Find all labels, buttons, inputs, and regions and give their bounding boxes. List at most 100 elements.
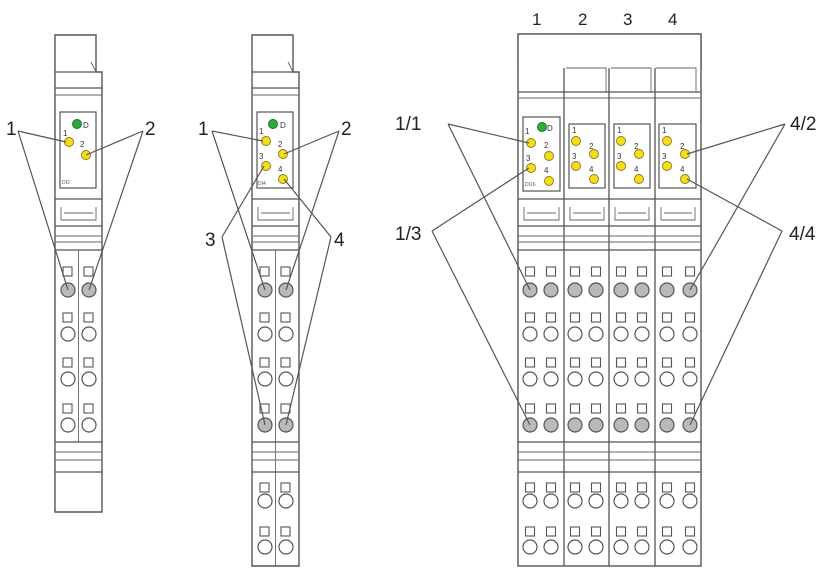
- terminal-point: [522, 371, 538, 387]
- module-3-callout-1-1: 1/1: [395, 114, 421, 135]
- module-3-led-group-2: 1 2 3 4: [571, 126, 599, 184]
- terminal-marker: [590, 357, 602, 368]
- module-3-slice-4-led-label-1: 1: [662, 126, 667, 135]
- terminal-point: [588, 493, 604, 509]
- module-3-terminal-block: [522, 266, 698, 433]
- module-2-led-label-3: 3: [259, 152, 264, 161]
- module-1-diagnostic-led: [72, 119, 82, 129]
- module-3-diagnostic-led: [537, 122, 547, 132]
- module-1-led-label-1: 1: [63, 129, 68, 138]
- terminal-point: [634, 493, 650, 509]
- terminal-marker: [636, 526, 648, 537]
- module-2-extension-terminals: [257, 482, 294, 555]
- terminal-point: [567, 539, 583, 555]
- terminal-marker: [661, 526, 673, 537]
- terminal-marker: [615, 482, 627, 493]
- module-2-callout-3: 3: [205, 230, 216, 251]
- terminal-marker: [569, 266, 581, 277]
- terminal-marker: [684, 482, 696, 493]
- terminal-marker: [636, 482, 648, 493]
- module-2-callout-2: 2: [341, 119, 352, 140]
- module-3-led-4-1: [662, 136, 672, 146]
- terminal-point: [659, 371, 675, 387]
- terminal-marker: [545, 266, 557, 277]
- module-3-slice-3-led-label-1: 1: [617, 126, 622, 135]
- terminal-marker: [590, 482, 602, 493]
- terminal-marker: [684, 526, 696, 537]
- module-1-terminal-block: [60, 266, 97, 433]
- module-3-callout-4-2: 4/2: [790, 114, 816, 135]
- terminal-marker: [661, 266, 673, 277]
- module-3-slice-2-led-label-4: 4: [589, 165, 594, 174]
- module-1-panel-marking: DI2: [62, 180, 70, 186]
- terminal-marker: [636, 266, 648, 277]
- module-3-led-1-3: [526, 163, 536, 173]
- terminal-point: [659, 539, 675, 555]
- terminal-point: [682, 326, 698, 342]
- terminal-point: [613, 371, 629, 387]
- terminal-point: [613, 539, 629, 555]
- terminal-point: [682, 493, 698, 509]
- module-3-led-4-4: [680, 174, 690, 184]
- module-1-callout-2: 2: [145, 119, 156, 140]
- terminal-marker: [661, 312, 673, 323]
- terminal-point: [588, 539, 604, 555]
- terminal-marker: [615, 266, 627, 277]
- module-1: 1 D 2 DI2 1 2: [6, 34, 156, 513]
- terminal-marker: [590, 312, 602, 323]
- terminal-marker: [524, 482, 536, 493]
- module-3-slice-3-led-label-3: 3: [617, 152, 622, 161]
- terminal-marker: [569, 482, 581, 493]
- terminal-marker: [661, 357, 673, 368]
- terminal-marker: [545, 312, 557, 323]
- module-2-led-label-1: 1: [259, 127, 264, 136]
- module-3-slice-3-led-label-4: 4: [634, 165, 639, 174]
- terminal-marker: [590, 526, 602, 537]
- module-3-slice-3-led-label-2: 2: [634, 142, 639, 151]
- module-3-led-1-4: [544, 176, 554, 186]
- module-3-led-label-d: D: [547, 124, 553, 133]
- module-2-callout-1: 1: [198, 119, 209, 140]
- terminal-marker: [615, 403, 627, 414]
- module-3-led-1-2: [544, 151, 554, 161]
- module-3-led-label-4: 4: [544, 166, 549, 175]
- terminal-marker: [684, 312, 696, 323]
- terminal-point: [613, 326, 629, 342]
- terminal-point: [588, 326, 604, 342]
- terminal-marker: [545, 526, 557, 537]
- module-3-slice-2-led-label-3: 3: [572, 152, 577, 161]
- terminal-point: [588, 282, 604, 298]
- terminal-point: [567, 371, 583, 387]
- module-2-diagnostic-led: [268, 119, 278, 129]
- module-3-column-header-4: 4: [668, 10, 677, 29]
- module-3-led-label-1: 1: [525, 127, 530, 136]
- terminal-point: [588, 417, 604, 433]
- terminal-marker: [615, 526, 627, 537]
- terminal-marker: [636, 312, 648, 323]
- terminal-point: [567, 282, 583, 298]
- module-2: 1 D 2 3 4 DI4: [198, 34, 352, 567]
- module-2-led-label-4: 4: [278, 165, 283, 174]
- module-3: 1 2 3 4 1 D 2 3 4 DI16 1 2: [395, 10, 816, 567]
- terminal-point: [543, 539, 559, 555]
- module-3-slice-2-led-label-2: 2: [589, 142, 594, 151]
- module-3-led-label-2: 2: [544, 141, 549, 150]
- module-3-status-panel-3: [613, 123, 651, 189]
- terminal-point: [567, 417, 583, 433]
- module-1-led-label-d: D: [83, 121, 89, 130]
- terminal-marker: [590, 266, 602, 277]
- terminal-point: [567, 493, 583, 509]
- terminal-point: [588, 371, 604, 387]
- terminal-marker: [524, 266, 536, 277]
- terminal-marker: [684, 357, 696, 368]
- terminal-point: [543, 282, 559, 298]
- terminal-marker: [661, 403, 673, 414]
- terminal-marker: [615, 312, 627, 323]
- module-1-led-label-2: 2: [80, 140, 85, 149]
- module-2-led-label-2: 2: [278, 140, 283, 149]
- terminal-marker: [636, 403, 648, 414]
- module-3-led-4-2: [680, 149, 690, 159]
- module-3-column-header-3: 3: [623, 10, 632, 29]
- module-3-status-panel-4: [658, 123, 697, 189]
